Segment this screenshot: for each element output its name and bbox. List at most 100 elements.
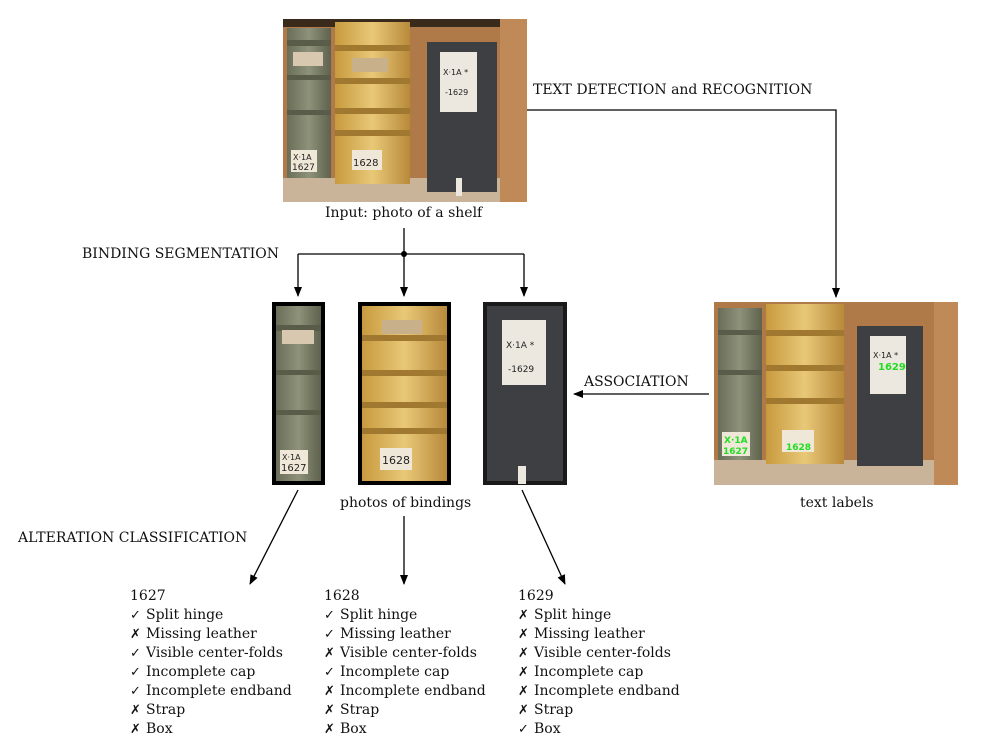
cross-icon: ✗ [130, 627, 141, 642]
bindings-caption: photos of bindings [340, 495, 472, 511]
book-1627-label: 1627 [292, 163, 315, 173]
box-1629-label-top: X·1A * [443, 68, 468, 77]
result-item-label: Incomplete endband [146, 683, 292, 699]
result-item-label: Strap [146, 702, 186, 718]
result-item-label: Box [534, 721, 561, 737]
result-item-label: Box [146, 721, 173, 737]
binding-segmentation-label: BINDING SEGMENTATION [82, 246, 280, 262]
result-item: ✗ Visible center-folds [324, 644, 486, 663]
result-id: 1628 [324, 588, 360, 604]
result-item-label: Strap [340, 702, 380, 718]
result-list-1629: 1629 ✗ Split hinge ✗ Missing leather ✗ Visible… [518, 587, 680, 739]
result-id: 1627 [130, 588, 166, 604]
association-label: ASSOCIATION [584, 374, 689, 390]
arrow-text-detection [527, 109, 840, 298]
result-item: ✓ Box [518, 720, 680, 739]
result-item-label: Strap [534, 702, 574, 718]
binding-1627-label: 1627 [281, 463, 306, 474]
result-item: ✓ Visible center-folds [130, 644, 292, 663]
result-item-label: Missing leather [146, 626, 257, 642]
result-item: ✓Incomplete endband [130, 682, 292, 701]
arrow-classify-1629 [521, 489, 566, 585]
result-item-label: Box [340, 721, 367, 737]
result-item-label: Split hinge [146, 607, 224, 623]
junction-dot [401, 251, 407, 257]
cross-icon: ✗ [324, 722, 335, 737]
result-item: ✓ Split hinge [324, 606, 486, 625]
binding-1629-label: -1629 [508, 365, 534, 375]
result-item-label: Missing leather [534, 626, 645, 642]
result-item: ✓ Split hinge [130, 606, 292, 625]
result-item: ✗ Box [130, 720, 292, 739]
check-icon: ✓ [324, 665, 335, 680]
text-labels-caption: text labels [800, 495, 874, 511]
detected-label-1628: 1628 [786, 443, 811, 453]
result-item: ✗ Strap [518, 701, 680, 720]
check-icon: ✓ [324, 627, 335, 642]
detected-label-1629-top: X·1A * [873, 351, 898, 360]
input-shelf-photo: X·1A 1627 1628 X·1A * -1629 [283, 19, 527, 202]
binding-1628-label: 1628 [382, 454, 410, 467]
book-1627-label-top: X·1A [293, 153, 312, 162]
binding-photo-1627: X·1A 1627 [272, 302, 325, 485]
result-item: ✓ Incomplete cap [130, 663, 292, 682]
binding-1629-label-top: X·1A * [506, 341, 535, 351]
alteration-classification-label: ALTERATION CLASSIFICATION [18, 530, 248, 546]
arrow-classify-1627 [249, 489, 299, 585]
result-item: ✗ Box [324, 720, 486, 739]
result-item-label: Incomplete cap [340, 664, 450, 680]
binding-1627-label-top: X·1A [282, 453, 301, 462]
cross-icon: ✗ [518, 703, 529, 718]
result-item-label: Split hinge [340, 607, 418, 623]
result-item-label: Incomplete endband [340, 683, 486, 699]
result-item: ✗ Split hinge [518, 606, 680, 625]
connector-arrows [249, 109, 840, 585]
result-item-label: Split hinge [534, 607, 612, 623]
book-1628-label: 1628 [353, 158, 378, 169]
result-item-label: Incomplete cap [534, 664, 644, 680]
result-item: ✓ Incomplete cap [324, 663, 486, 682]
detected-label-1627: 1627 [723, 447, 748, 457]
cross-icon: ✗ [130, 703, 141, 718]
result-id: 1629 [518, 588, 554, 604]
cross-icon: ✗ [518, 646, 529, 661]
box-1629-label: -1629 [445, 88, 468, 97]
cross-icon: ✗ [324, 684, 335, 699]
text-labels-photo: X·1A 1627 1628 X·1A * 1629 [714, 302, 958, 485]
input-caption: Input: photo of a shelf [325, 205, 483, 221]
result-item-label: Visible center-folds [340, 645, 477, 661]
result-list-1628: 1628 ✓ Split hinge ✓ Missing leather ✗ Visible… [324, 587, 486, 739]
cross-icon: ✗ [324, 646, 335, 661]
cross-icon: ✗ [518, 665, 529, 680]
binding-photo-1628: 1628 [358, 302, 451, 485]
cross-icon: ✗ [130, 722, 141, 737]
text-detection-label: TEXT DETECTION and RECOGNITION [533, 82, 813, 98]
cross-icon: ✗ [324, 703, 335, 718]
result-item-label: Visible center-folds [534, 645, 671, 661]
result-item-label: Incomplete endband [534, 683, 680, 699]
result-item: ✗ Incomplete endband [518, 682, 680, 701]
check-icon: ✓ [130, 608, 141, 623]
cross-icon: ✗ [518, 684, 529, 699]
result-item-label: Visible center-folds [146, 645, 283, 661]
cross-icon: ✗ [518, 627, 529, 642]
check-icon: ✓ [324, 608, 335, 623]
binding-photo-1629: X·1A * -1629 [483, 302, 567, 485]
result-list-1627: 1627 ✓ Split hinge ✗ Missing leather ✓ Visible… [130, 587, 292, 739]
result-item: ✗ Incomplete endband [324, 682, 486, 701]
check-icon: ✓ [130, 665, 141, 680]
detected-label-1627-top: X·1A [724, 436, 748, 446]
check-icon: ✓ [130, 646, 141, 661]
result-item: ✗ Visible center-folds [518, 644, 680, 663]
result-item: ✗ Incomplete cap [518, 663, 680, 682]
cross-icon: ✗ [518, 608, 529, 623]
result-item: ✗ Missing leather [130, 625, 292, 644]
check-icon: ✓ [518, 722, 529, 737]
detected-label-1629: 1629 [878, 362, 906, 373]
result-item: ✗ Missing leather [518, 625, 680, 644]
result-item-label: Missing leather [340, 626, 451, 642]
result-item: ✗ Strap [324, 701, 486, 720]
result-item-label: Incomplete cap [146, 664, 256, 680]
